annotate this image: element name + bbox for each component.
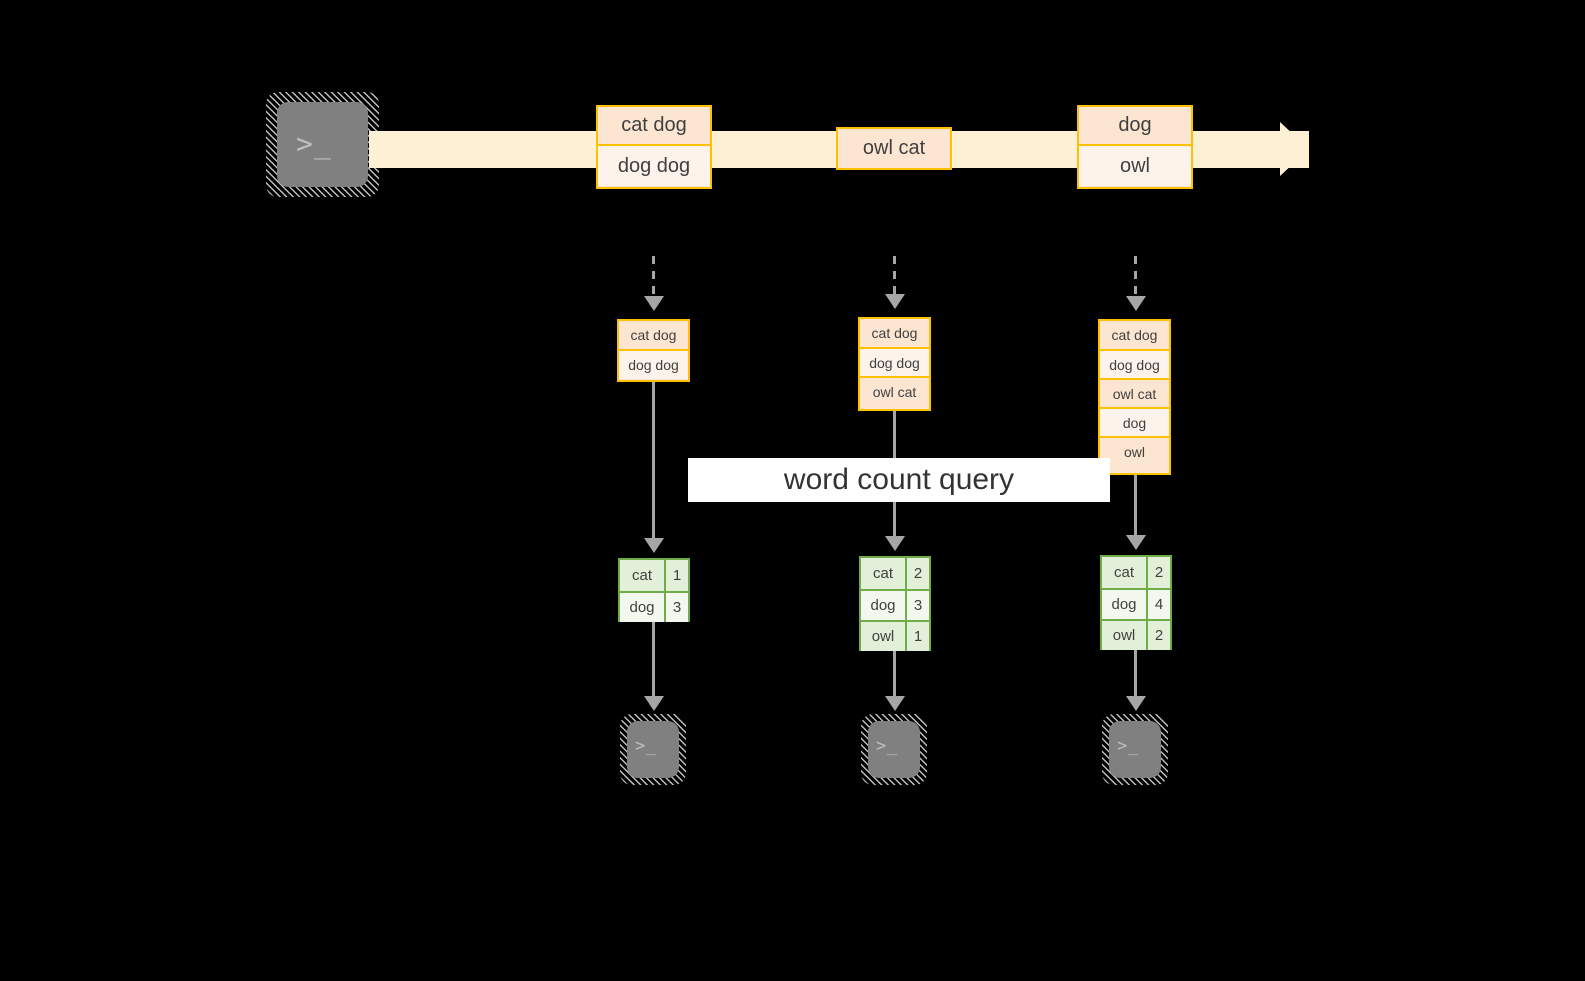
log-entry: owl cat	[860, 376, 929, 405]
snapshot-1-dashed-connector	[652, 256, 655, 298]
snapshot-1-count-table: cat 1 dog 3	[618, 558, 690, 622]
snapshot-3-query-connector	[1134, 475, 1137, 537]
count-value: 1	[913, 628, 923, 645]
snapshot-1-dashed-arrowhead	[644, 296, 664, 311]
stream-message-2: owl cat	[836, 127, 952, 170]
consumer-terminal-icon-3: >_	[1102, 714, 1168, 785]
count-word: dog	[861, 591, 907, 620]
count-value: 2	[913, 565, 923, 582]
terminal-prompt-glyph: >_	[635, 736, 657, 756]
count-word: cat	[861, 558, 907, 589]
snapshot-2-log: cat dog dog dog owl cat	[858, 317, 931, 411]
snapshot-3-log: cat dog dog dog owl cat dog owl	[1098, 319, 1171, 475]
count-word: owl	[1102, 621, 1148, 650]
snapshot-1-consumer-arrowhead	[644, 696, 664, 711]
count-value: 3	[672, 599, 682, 616]
count-row: dog 3	[620, 591, 688, 622]
count-row: cat 2	[861, 558, 929, 589]
snapshot-1-query-connector	[652, 382, 655, 540]
snapshot-3-count-table: cat 2 dog 4 owl 2	[1100, 555, 1172, 650]
count-value: 2	[1154, 627, 1164, 644]
log-entry: dog dog	[1100, 349, 1169, 378]
word-count-query-label: word count query	[688, 458, 1110, 502]
snapshot-1-consumer-connector	[652, 622, 655, 698]
count-word: dog	[1102, 590, 1148, 619]
snapshot-3-dashed-arrowhead	[1126, 296, 1146, 311]
log-entry: owl	[1100, 436, 1169, 465]
snapshot-3-query-arrowhead	[1126, 535, 1146, 550]
terminal-prompt-glyph: >_	[1117, 736, 1139, 756]
stream-message-1: cat dog dog dog	[596, 105, 712, 189]
snapshot-2-count-table: cat 2 dog 3 owl 1	[859, 556, 931, 651]
stream-timeline-arrowhead	[1280, 122, 1309, 176]
terminal-prompt-glyph: >_	[876, 736, 898, 756]
count-row: owl 2	[1102, 619, 1170, 650]
log-entry: cat dog	[1100, 321, 1169, 349]
snapshot-3-consumer-connector	[1134, 650, 1137, 698]
count-word: cat	[1102, 557, 1148, 588]
stream-message-row: dog	[1079, 107, 1191, 144]
count-value: 4	[1154, 596, 1164, 613]
log-entry: cat dog	[860, 319, 929, 347]
terminal-body	[627, 721, 679, 778]
count-row: dog 4	[1102, 588, 1170, 619]
snapshot-2-consumer-connector	[893, 651, 896, 698]
log-entry: owl cat	[1100, 378, 1169, 407]
log-entry: dog dog	[619, 349, 688, 379]
stream-message-row: cat dog	[598, 107, 710, 144]
snapshot-2-dashed-arrowhead	[885, 294, 905, 309]
terminal-prompt-glyph: >_	[296, 127, 332, 160]
stream-message-3: dog owl	[1077, 105, 1193, 189]
terminal-body	[868, 721, 920, 778]
count-value: 1	[672, 567, 682, 584]
terminal-body	[1109, 721, 1161, 778]
snapshot-3-dashed-connector	[1134, 256, 1137, 298]
consumer-terminal-icon-2: >_	[861, 714, 927, 785]
count-word: cat	[620, 560, 666, 591]
count-row: cat 2	[1102, 557, 1170, 588]
terminal-body	[277, 102, 368, 187]
stream-message-row: owl cat	[838, 129, 950, 167]
log-entry: cat dog	[619, 321, 688, 349]
log-entry: dog	[1100, 407, 1169, 436]
count-word: owl	[861, 622, 907, 651]
consumer-terminal-icon-1: >_	[620, 714, 686, 785]
snapshot-3-consumer-arrowhead	[1126, 696, 1146, 711]
count-value: 3	[913, 597, 923, 614]
snapshot-2-query-arrowhead	[885, 536, 905, 551]
word-count-query-text: word count query	[783, 463, 1015, 496]
snapshot-2-consumer-arrowhead	[885, 696, 905, 711]
snapshot-1-query-arrowhead	[644, 538, 664, 553]
count-value: 2	[1154, 564, 1164, 581]
log-entry: dog dog	[860, 347, 929, 376]
stream-message-row: dog dog	[598, 144, 710, 186]
count-row: cat 1	[620, 560, 688, 591]
count-word: dog	[620, 593, 666, 622]
count-row: owl 1	[861, 620, 929, 651]
stream-message-row: owl	[1079, 144, 1191, 186]
count-row: dog 3	[861, 589, 929, 620]
snapshot-2-dashed-connector	[893, 256, 896, 296]
producer-terminal-icon: >_	[266, 92, 379, 197]
snapshot-1-log: cat dog dog dog	[617, 319, 690, 382]
